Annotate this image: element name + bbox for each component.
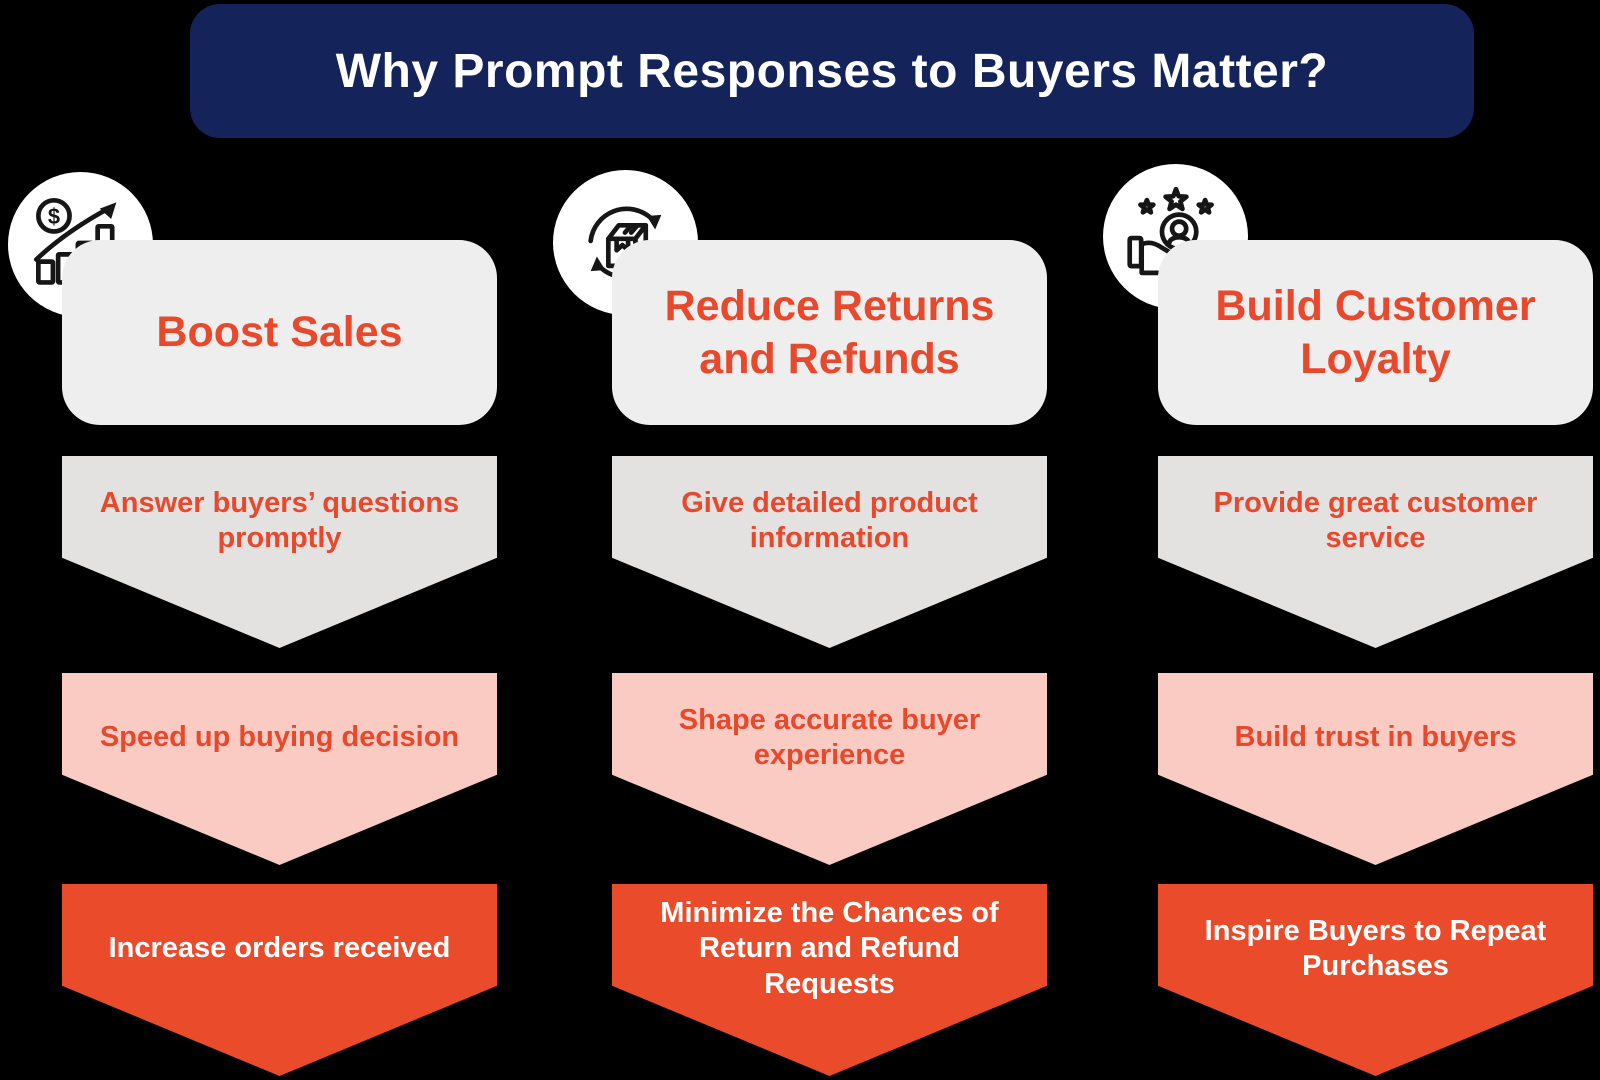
page-title: Why Prompt Responses to Buyers Matter? bbox=[335, 44, 1329, 98]
column-header-card-reduce-returns: Reduce Returns and Refunds bbox=[612, 240, 1047, 425]
step-label: Provide great customer service bbox=[1213, 486, 1538, 554]
step-chevron: Give detailed product information bbox=[612, 456, 1047, 648]
step-chevron: Increase orders received bbox=[62, 884, 497, 1076]
step-label: Give detailed product information bbox=[681, 486, 978, 554]
step-label: Shape accurate buyer experience bbox=[678, 703, 981, 771]
column-header-label: Build Customer Loyalty bbox=[1215, 282, 1536, 383]
step-chevron: Inspire Buyers to Repeat Purchases bbox=[1158, 884, 1593, 1076]
step-label: Minimize the Chances of Return and Refun… bbox=[660, 896, 999, 1000]
step-chevron: Minimize the Chances of Return and Refun… bbox=[612, 884, 1047, 1076]
step-chevron: Build trust in buyers bbox=[1158, 673, 1593, 865]
svg-text:$: $ bbox=[47, 204, 59, 229]
step-chevron: Shape accurate buyer experience bbox=[612, 673, 1047, 865]
step-label: Speed up buying decision bbox=[99, 721, 460, 754]
title-banner: Why Prompt Responses to Buyers Matter? bbox=[190, 4, 1474, 138]
column-header-label: Reduce Returns and Refunds bbox=[664, 282, 995, 383]
step-chevron: Speed up buying decision bbox=[62, 673, 497, 865]
step-chevron: Answer buyers’ questions promptly bbox=[62, 456, 497, 648]
column-header-card-customer-loyalty: Build Customer Loyalty bbox=[1158, 240, 1593, 425]
step-label: Answer buyers’ questions promptly bbox=[99, 486, 460, 554]
step-label: Increase orders received bbox=[108, 932, 451, 965]
column-header-card-boost-sales: Boost Sales bbox=[62, 240, 497, 425]
step-label: Build trust in buyers bbox=[1234, 721, 1517, 754]
step-chevron: Provide great customer service bbox=[1158, 456, 1593, 648]
column-header-label: Boost Sales bbox=[156, 308, 403, 357]
step-label: Inspire Buyers to Repeat Purchases bbox=[1204, 914, 1547, 982]
